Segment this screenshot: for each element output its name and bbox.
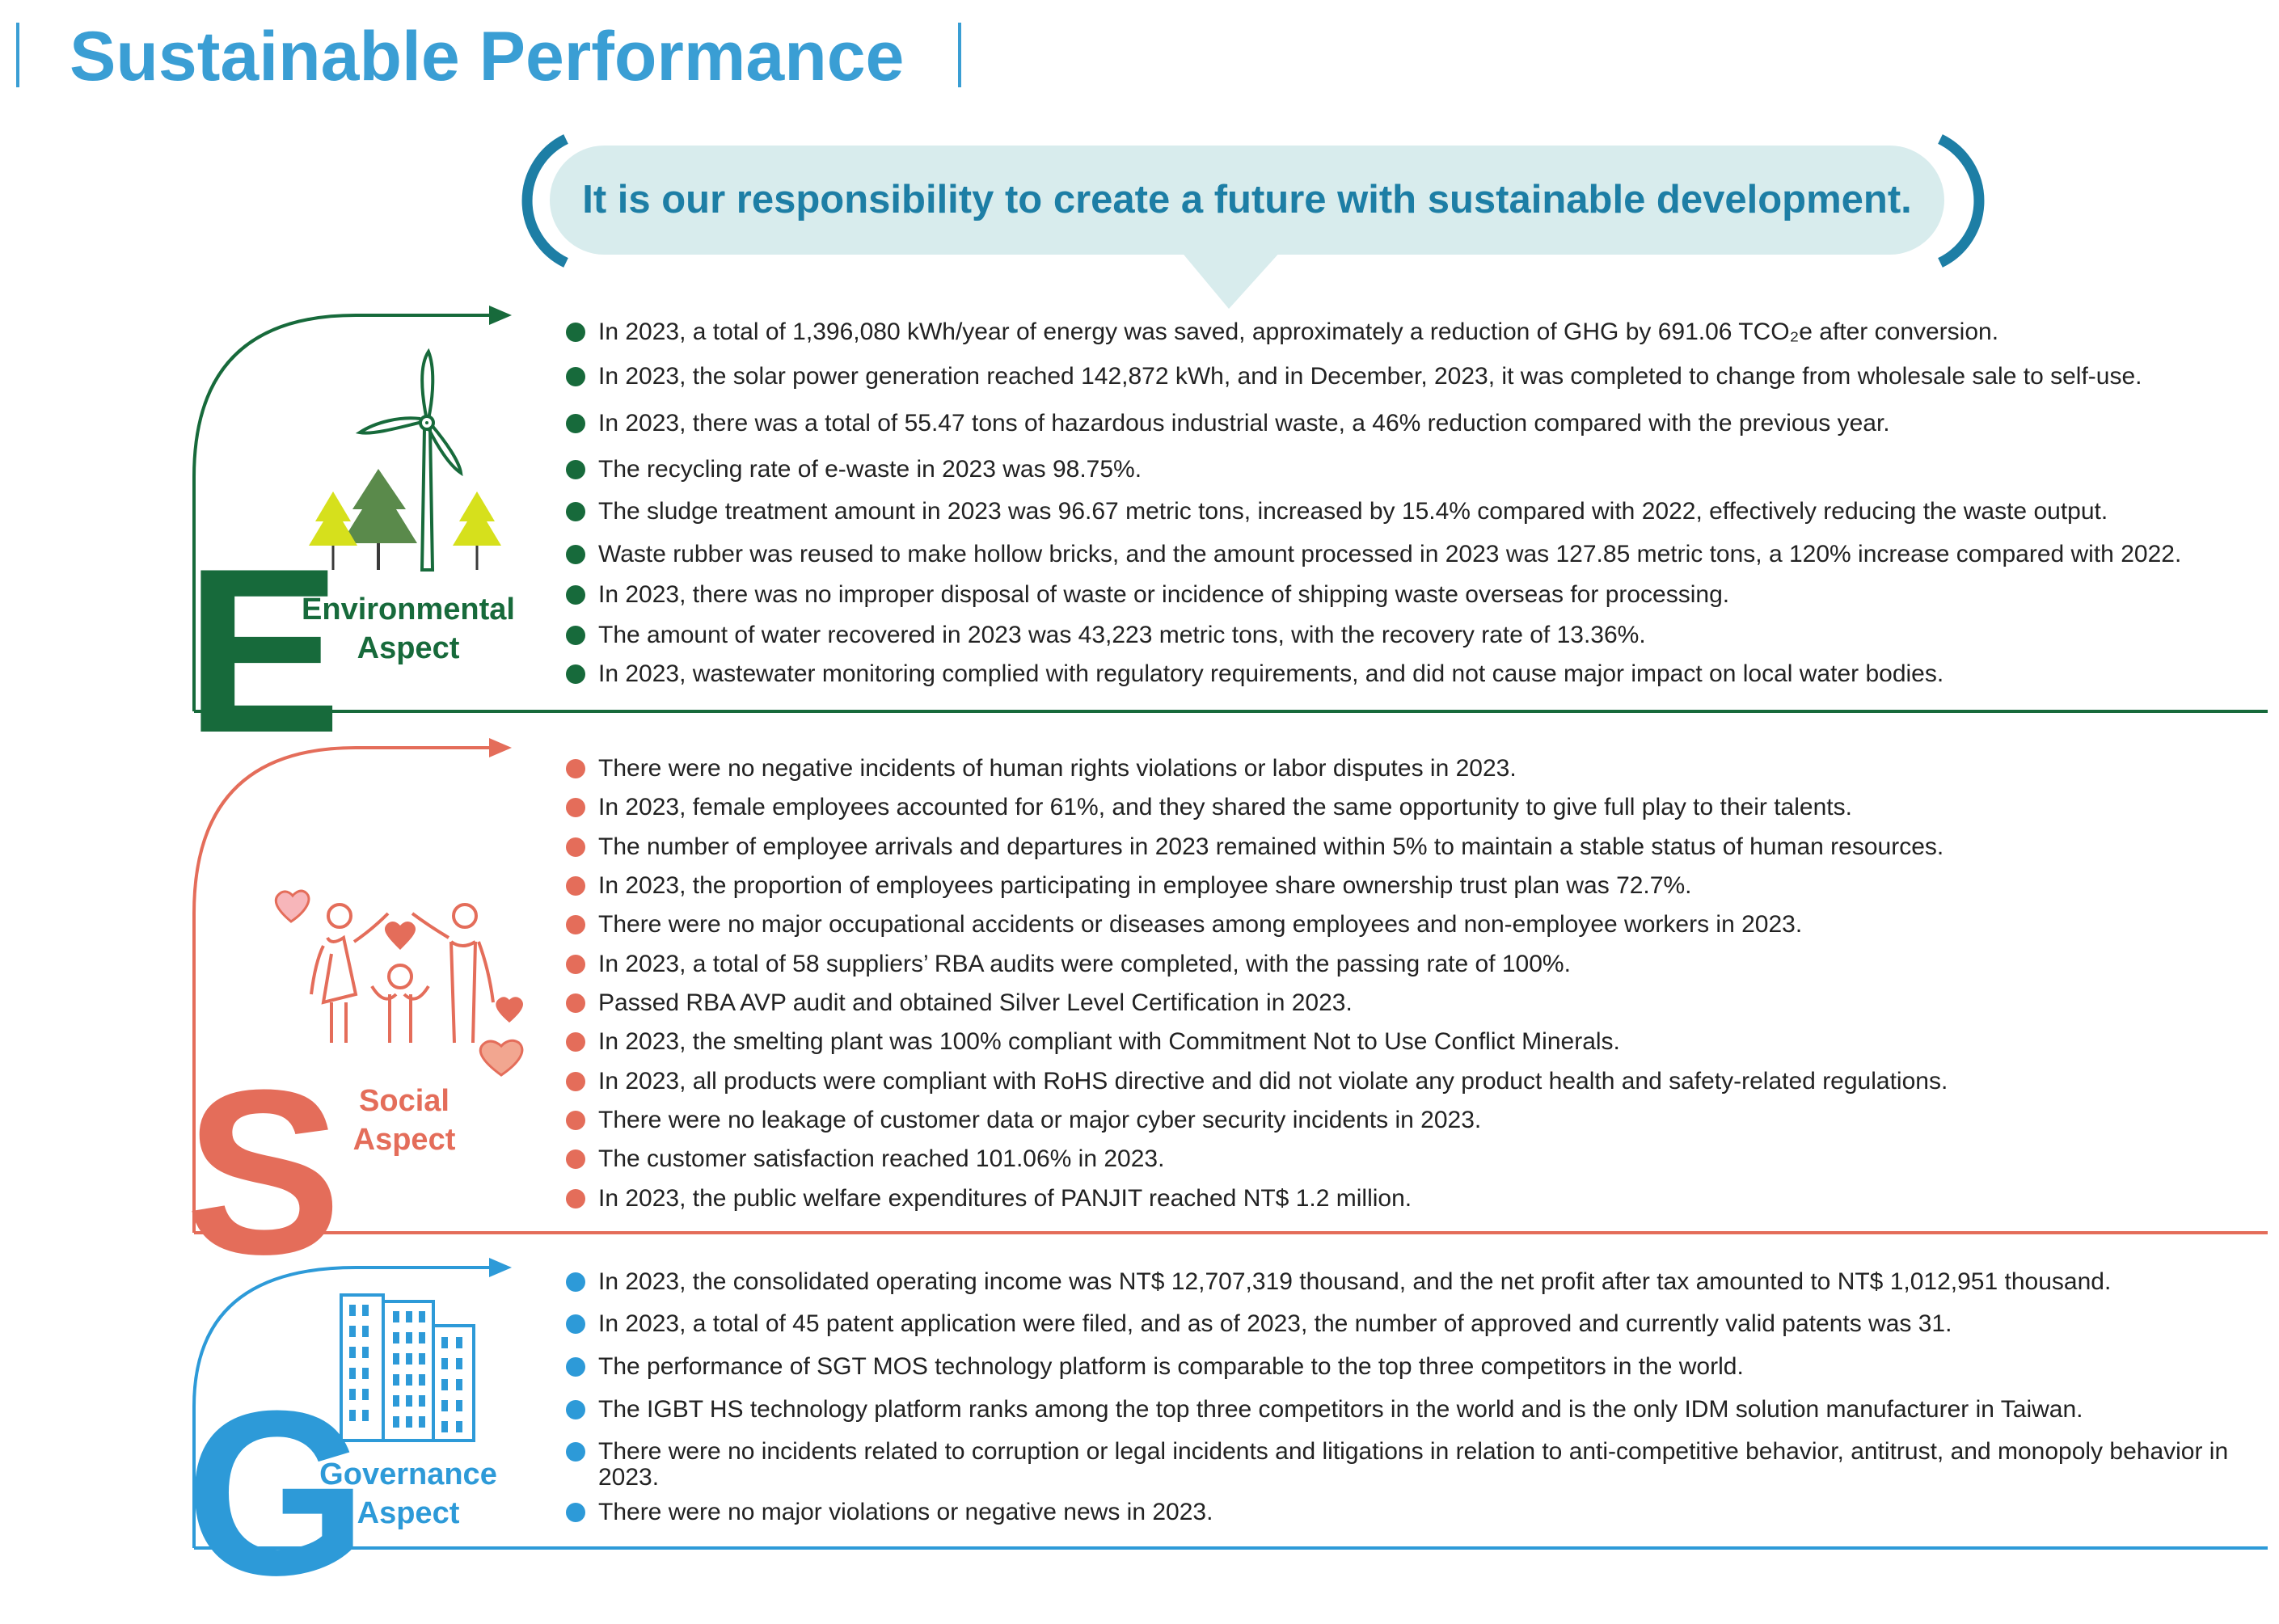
governance-label-line2: Aspect (357, 1496, 460, 1530)
bullet-dot-icon (566, 1503, 585, 1522)
banner-speech-tail (1180, 251, 1281, 309)
list-item: In 2023, the consolidated operating inco… (566, 1269, 2264, 1295)
bullet-dot-icon (566, 1272, 585, 1292)
governance-aspect-label: Governance Aspect (287, 1455, 530, 1533)
gov-frame (192, 1258, 2268, 1550)
governance-label-line1: Governance (319, 1457, 497, 1491)
bullet-dot-icon (566, 1032, 585, 1052)
banner-bracket-right (1938, 134, 1985, 268)
environmental-label-line1: Environmental (302, 593, 515, 626)
bullet-dot-icon (566, 545, 585, 564)
bullet-dot-icon (566, 585, 585, 605)
list-item: The performance of SGT MOS technology pl… (566, 1354, 2264, 1380)
list-item: In 2023, the proportion of employees par… (566, 873, 2264, 899)
bullet-dot-icon (566, 626, 585, 645)
list-item: Waste rubber was reused to make hollow b… (566, 542, 2264, 567)
bullet-dot-icon (566, 1314, 585, 1334)
social-aspect-label: Social Aspect (283, 1082, 525, 1159)
social-label-line1: Social (359, 1084, 449, 1118)
list-item: There were no major occupational acciden… (566, 912, 2264, 938)
environmental-aspect-label: Environmental Aspect (287, 590, 530, 668)
bullet-dot-icon (566, 876, 585, 896)
list-item: In 2023, wastewater monitoring complied … (566, 661, 2264, 687)
bullet-dot-icon (566, 1149, 585, 1169)
bullet-dot-icon (566, 460, 585, 479)
buildings-icon (340, 1293, 475, 1442)
environmental-label-line2: Aspect (357, 631, 460, 665)
banner-bubble (550, 146, 1944, 255)
bullet-dot-icon (566, 837, 585, 857)
bullet-dot-icon (566, 502, 585, 521)
bullet-dot-icon (566, 1400, 585, 1419)
title-divider-left (16, 23, 19, 87)
banner-text: It is our responsibility to create a fut… (582, 178, 1912, 221)
bullet-dot-icon (566, 915, 585, 934)
list-item: In 2023, the public welfare expenditures… (566, 1186, 2264, 1212)
bullet-dot-icon (566, 1111, 585, 1130)
bullet-dot-icon (566, 1442, 585, 1462)
list-item: In 2023, there was no improper disposal … (566, 582, 2264, 608)
env-frame (192, 306, 2268, 713)
list-item: In 2023, there was a total of 55.47 tons… (566, 411, 2264, 437)
list-item: Passed RBA AVP audit and obtained Silver… (566, 990, 2264, 1016)
bullet-dot-icon (566, 993, 585, 1013)
bullet-dot-icon (566, 664, 585, 684)
social-label-line2: Aspect (352, 1123, 456, 1157)
section-frames (192, 306, 2268, 1550)
social-frame (192, 738, 2268, 1234)
list-item: The IGBT HS technology platform ranks am… (566, 1397, 2264, 1423)
list-item: There were no negative incidents of huma… (566, 756, 2264, 782)
list-item: There were no incidents related to corru… (566, 1439, 2264, 1491)
list-item: The recycling rate of e-waste in 2023 wa… (566, 457, 2264, 483)
bullet-dot-icon (566, 323, 585, 342)
list-item: In 2023, female employees accounted for … (566, 795, 2264, 820)
title-divider-right (958, 23, 961, 87)
list-item: In 2023, a total of 1,396,080 kWh/year o… (566, 319, 2264, 345)
bullet-dot-icon (566, 1189, 585, 1209)
list-item: There were no major violations or negati… (566, 1500, 2264, 1525)
list-item: In 2023, the solar power generation reac… (566, 364, 2264, 390)
list-item: In 2023, all products were compliant wit… (566, 1069, 2264, 1095)
banner-decoration (521, 134, 1985, 309)
list-item: The customer satisfaction reached 101.06… (566, 1146, 2264, 1172)
bullet-dot-icon (566, 1072, 585, 1091)
bullet-dot-icon (566, 414, 585, 433)
environmental-letter: E (185, 520, 342, 782)
bullet-dot-icon (566, 955, 585, 974)
list-item: In 2023, the smelting plant was 100% com… (566, 1029, 2264, 1055)
list-item: In 2023, a total of 45 patent applicatio… (566, 1311, 2264, 1337)
bullet-dot-icon (566, 367, 585, 386)
list-item: The sludge treatment amount in 2023 was … (566, 499, 2264, 525)
list-item: In 2023, a total of 58 suppliers’ RBA au… (566, 951, 2264, 977)
wind-turbine-trees-icon (309, 348, 501, 572)
bullet-dot-icon (566, 759, 585, 778)
social-letter: S (185, 1041, 342, 1303)
bullet-dot-icon (566, 1357, 585, 1377)
list-item: The number of employee arrivals and depa… (566, 834, 2264, 860)
banner-bracket-left (521, 134, 568, 268)
list-item: The amount of water recovered in 2023 wa… (566, 622, 2264, 648)
page-title: Sustainable Performance (70, 18, 905, 95)
family-hearts-icon (274, 889, 524, 1077)
bullet-dot-icon (566, 798, 585, 817)
list-item: There were no leakage of customer data o… (566, 1107, 2264, 1133)
